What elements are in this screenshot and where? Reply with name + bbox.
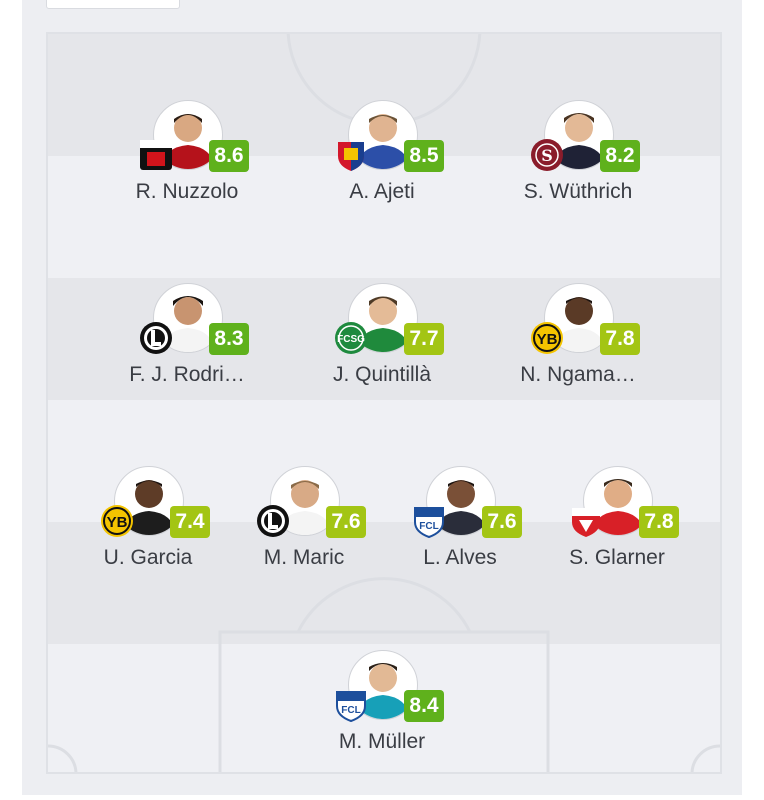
player-card[interactable]: YB 7.8 N. Ngama… [488, 283, 668, 403]
player-name: F. J. Rodri… [129, 363, 245, 386]
svg-text:S: S [541, 146, 553, 165]
player-name: N. Ngama… [520, 363, 636, 386]
player-card[interactable]: YB 7.4 U. Garcia [58, 466, 238, 586]
rating-badge: 7.7 [404, 323, 444, 355]
lugano-crest-icon [256, 504, 290, 538]
rating-badge: 8.3 [209, 323, 249, 355]
lugano-crest-icon [139, 321, 173, 355]
svg-text:YB: YB [537, 331, 558, 348]
player-card[interactable]: 7.8 S. Glarner [527, 466, 707, 586]
svg-text:FCSG: FCSG [337, 334, 365, 345]
player-card[interactable]: 8.6 R. Nuzzolo [97, 100, 277, 220]
young-boys-crest-icon: YB [530, 321, 564, 355]
player-name: R. Nuzzolo [135, 180, 239, 203]
rating-badge: 8.4 [404, 690, 444, 722]
player-name: S. Wüthrich [523, 180, 633, 203]
player-name: U. Garcia [103, 546, 193, 569]
luzern-crest-icon: FCL [334, 688, 368, 723]
player-photo [348, 100, 418, 170]
rating-badge: 8.2 [600, 140, 640, 172]
player-card[interactable]: 8.3 F. J. Rodri… [97, 283, 277, 403]
player-card[interactable]: S 8.2 S. Wüthrich [488, 100, 668, 220]
young-boys-crest-icon: YB [100, 504, 134, 538]
xamax-crest-icon [139, 138, 173, 172]
rating-badge: 7.6 [482, 506, 522, 538]
player-name: M. Müller [338, 730, 426, 753]
player-card[interactable]: FCL 7.6 L. Alves [370, 466, 550, 586]
thun-crest-icon [569, 504, 603, 538]
player-card[interactable]: 7.6 M. Maric [214, 466, 394, 586]
svg-text:FCL: FCL [341, 705, 360, 716]
player-name: L. Alves [423, 546, 497, 569]
basel-crest-icon [334, 138, 368, 172]
player-name: M. Maric [263, 546, 345, 569]
player-photo [114, 466, 184, 536]
player-photo [270, 466, 340, 536]
rating-badge: 7.6 [326, 506, 366, 538]
player-name: J. Quintillà [332, 363, 432, 386]
rating-badge: 7.4 [170, 506, 210, 538]
player-card[interactable]: FCSG 7.7 J. Quintillà [292, 283, 472, 403]
pitch-stripe [48, 522, 720, 644]
player-name: S. Glarner [569, 546, 665, 569]
top-tab-button[interactable] [46, 0, 180, 9]
player-card[interactable]: 8.5 A. Ajeti [292, 100, 472, 220]
rating-badge: 7.8 [600, 323, 640, 355]
player-card[interactable]: FCL 8.4 M. Müller [292, 650, 472, 770]
rating-badge: 8.5 [404, 140, 444, 172]
player-photo [544, 283, 614, 353]
luzern-crest-icon: FCL [412, 504, 446, 539]
svg-text:FCL: FCL [419, 521, 438, 532]
svg-text:YB: YB [107, 514, 128, 531]
rating-badge: 7.8 [639, 506, 679, 538]
pitch-stripe [48, 156, 720, 278]
player-photo [348, 650, 418, 720]
rating-badge: 8.6 [209, 140, 249, 172]
servette-crest-icon: S [530, 138, 564, 172]
st-gallen-crest-icon: FCSG [334, 321, 368, 355]
player-name: A. Ajeti [349, 180, 415, 203]
